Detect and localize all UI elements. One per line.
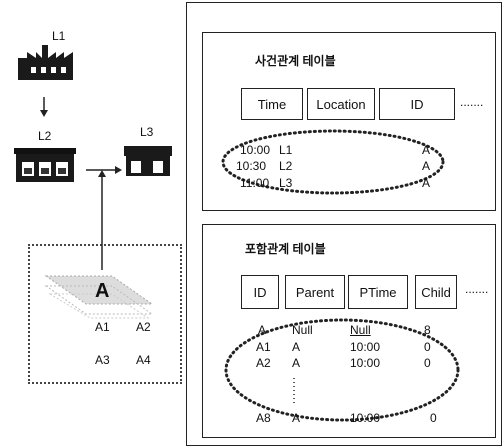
pallet-label: A xyxy=(95,280,109,303)
item-a3: A3 xyxy=(95,354,110,366)
containment-row-parent: A xyxy=(292,357,300,369)
store-icon xyxy=(124,146,172,176)
node-l1-label: L1 xyxy=(52,30,65,42)
event-header-time: Time xyxy=(241,88,303,120)
containment-row-ptime: Null xyxy=(350,324,371,336)
node-l2-label: L2 xyxy=(38,130,51,142)
containment-row-child: 0 xyxy=(424,341,431,353)
containment-row-id: A1 xyxy=(256,341,271,353)
arrow-up-icon xyxy=(98,170,106,270)
event-row-time: 10:30 xyxy=(236,160,266,172)
node-l3-label: L3 xyxy=(140,126,153,138)
containment-header-parent: Parent xyxy=(285,275,345,309)
containment-row-parent: A xyxy=(292,341,300,353)
arrow-right-icon xyxy=(86,166,122,174)
containment-row-child: 8 xyxy=(424,324,431,336)
containment-row-id: A xyxy=(258,324,266,336)
containment-row-child: 0 xyxy=(430,412,437,424)
item-a1: A1 xyxy=(95,321,110,333)
event-row-time: 11:00 xyxy=(240,177,269,189)
warehouse-icon xyxy=(14,148,76,182)
event-table-title: 사건관계 테이블 xyxy=(255,52,336,69)
containment-row-ptime: 10:00 xyxy=(350,357,380,369)
containment-table-title: 포함관계 테이블 xyxy=(245,240,326,257)
containment-row-parent: Null xyxy=(292,324,313,336)
event-row-location: L1 xyxy=(279,144,292,156)
event-row-location: L3 xyxy=(279,177,292,189)
event-row-id: A xyxy=(422,160,430,172)
event-row-id: A xyxy=(422,144,430,156)
containment-header-id: ID xyxy=(241,275,279,309)
event-header-more: ....... xyxy=(460,96,483,108)
item-a4: A4 xyxy=(136,354,151,366)
factory-icon xyxy=(18,45,73,80)
containment-header-ptime: PTime xyxy=(348,275,408,309)
arrow-down-icon xyxy=(40,97,48,117)
event-row-id: A xyxy=(422,177,430,189)
containment-header-child: Child xyxy=(415,275,457,309)
event-header-id: ID xyxy=(379,88,455,120)
containment-row-child: 0 xyxy=(424,357,431,369)
containment-row-parent: A xyxy=(292,412,300,424)
containment-row-ptime: 10:00 xyxy=(350,341,380,353)
containment-row-id: A2 xyxy=(256,357,271,369)
containment-row-id: A8 xyxy=(256,412,271,424)
containment-row-ptime: 10:00 xyxy=(350,412,380,424)
event-row-time: 10:00 xyxy=(240,144,270,156)
item-a2: A2 xyxy=(136,321,151,333)
event-header-location: Location xyxy=(307,88,375,120)
event-row-location: L2 xyxy=(279,160,292,172)
containment-header-more: ....... xyxy=(465,283,488,295)
